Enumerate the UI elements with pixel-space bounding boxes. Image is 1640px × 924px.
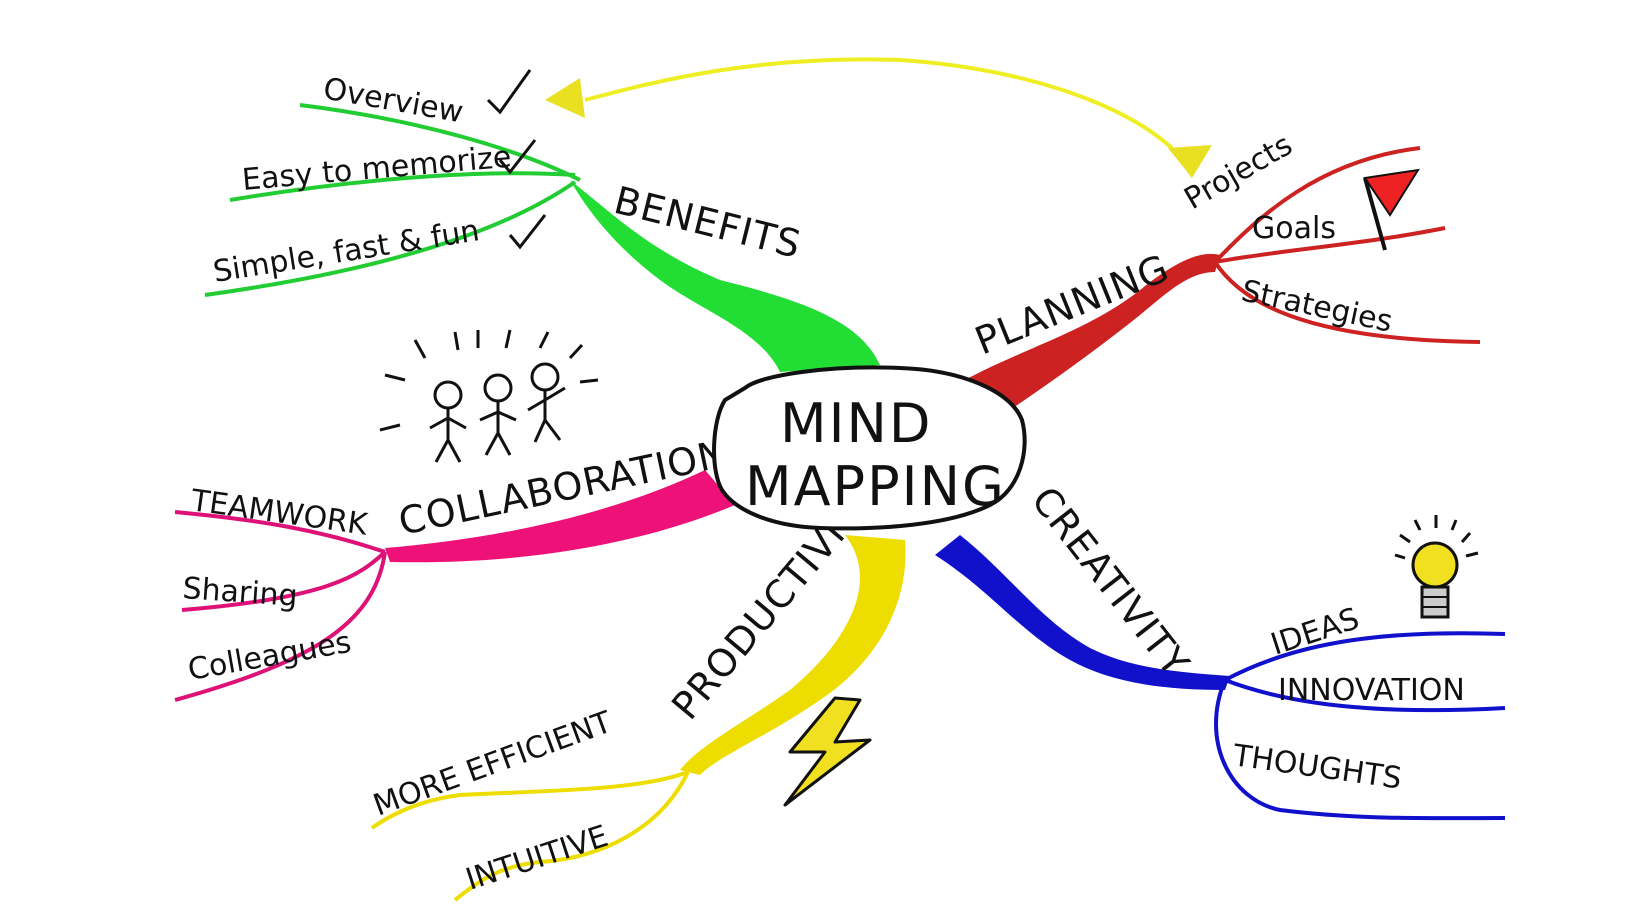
check-icon [498,139,537,175]
leaf-colleagues: Colleagues [185,625,354,688]
center-line-2: MAPPING [745,455,1006,518]
branch-collaboration: COLLABORATION TEAMWORK Sharing Colleague… [174,329,735,702]
leaf-sharing: Sharing [181,571,298,614]
leaf-simple-fast-fun: Simple, fast & fun [211,213,482,290]
lightning-icon [783,696,872,807]
check-icon [508,214,547,250]
branch-productivity: PRODUCTIVITY MORE EFFICIENT INTUITIVE [369,475,906,902]
center-line-1: MIND [780,392,933,455]
leaf-innovation: INNOVATION [1278,673,1465,708]
arrow-icon [545,78,585,118]
leaf-ideas: IDEAS [1267,601,1364,662]
flag-icon [1363,168,1420,251]
branch-planning: PLANNING Projects Goals Strategies [965,127,1481,420]
branch-label-creativity: CREATIVITY [1023,478,1198,685]
leaf-teamwork: TEAMWORK [188,483,371,543]
leaf-intuitive: INTUITIVE [462,819,613,898]
leaf-goals: Goals [1252,211,1336,246]
arrow-icon [1168,145,1212,178]
branch-benefits: BENEFITS Overview Easy to memorize Simpl… [204,69,880,372]
lightbulb-icon [1394,515,1479,619]
central-node: MIND MAPPING [712,365,1027,531]
check-icon [486,69,532,115]
connector-arrow [545,57,1212,178]
leaf-more-efficient: MORE EFFICIENT [369,705,617,824]
stick-figures-icon [379,329,599,463]
leaf-thoughts: THOUGHTS [1230,738,1404,796]
leaf-strategies: Strategies [1238,274,1395,340]
branch-creativity: CREATIVITY IDEAS INNOVATION THOUGHTS [935,478,1506,821]
leaf-easy-to-memorize: Easy to memorize [241,140,513,198]
